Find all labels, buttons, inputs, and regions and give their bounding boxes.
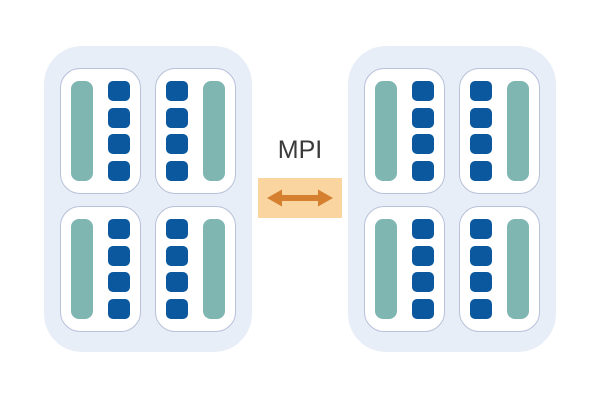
accelerator-bar [71,219,93,319]
core-square [166,298,188,319]
core-column [166,219,188,319]
core-square [108,219,130,239]
core-square [470,107,492,128]
mpi-label: MPI [277,136,323,164]
core-square [470,81,492,101]
accelerator-bar [375,219,397,319]
core-square [108,160,130,181]
core-square [412,160,434,181]
socket-card [60,68,141,194]
socket-card [155,68,236,194]
core-column [470,219,492,319]
accelerator-bar [507,81,529,181]
double-arrow-icon [267,189,333,207]
core-column [108,81,130,181]
accelerator-bar [71,81,93,181]
core-square [470,298,492,319]
core-square [166,219,188,239]
core-column [412,81,434,181]
socket-card [155,206,236,332]
socket-card [459,206,540,332]
core-square [108,272,130,293]
core-square [470,160,492,181]
core-square [470,134,492,155]
core-square [166,81,188,101]
core-square [108,81,130,101]
core-square [412,245,434,266]
core-square [412,272,434,293]
accelerator-bar [507,219,529,319]
core-square [108,245,130,266]
core-square [166,107,188,128]
socket-card [60,206,141,332]
core-square [412,219,434,239]
core-column [412,219,434,319]
core-square [412,134,434,155]
core-square [412,107,434,128]
socket-card [364,68,445,194]
core-square [166,160,188,181]
core-column [470,81,492,181]
core-square [166,272,188,293]
core-square [412,81,434,101]
socket-card [459,68,540,194]
core-square [166,134,188,155]
compute-node-right [348,46,556,352]
core-square [470,219,492,239]
core-square [166,245,188,266]
accelerator-bar [375,81,397,181]
core-square [470,272,492,293]
core-square [108,134,130,155]
core-square [412,298,434,319]
accelerator-bar [203,81,225,181]
core-square [470,245,492,266]
socket-card [364,206,445,332]
core-column [108,219,130,319]
core-column [166,81,188,181]
core-square [108,107,130,128]
mpi-link-box [258,178,342,218]
compute-node-left [44,46,252,352]
core-square [108,298,130,319]
accelerator-bar [203,219,225,319]
